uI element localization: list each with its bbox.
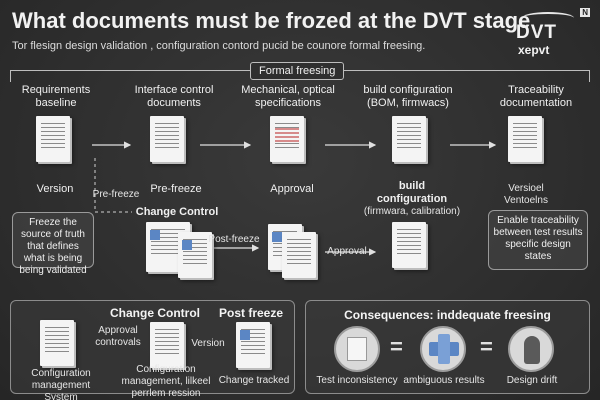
build-config-note: (firmwara, calibration) xyxy=(363,206,461,217)
left-note-box: Freeze the source of truth that defines … xyxy=(12,212,94,276)
equals-sign-1: = xyxy=(390,334,403,359)
col-build-title: build configuration (BOM, firmwacs) xyxy=(363,84,453,109)
change-control-label: Change Control xyxy=(135,206,219,218)
right-note-box: Enable traceability between test results… xyxy=(488,210,588,270)
build-config-subtitle: build configuration xyxy=(376,180,448,205)
panel-change-control-title: Change Control xyxy=(110,306,200,320)
formal-freesing-label: Formal freesing xyxy=(250,62,345,80)
pre-freeze-side-label: Pre-freeze xyxy=(92,189,140,200)
change-control-doc2-icon xyxy=(178,232,212,278)
col-interface-title: Interface control documents xyxy=(134,84,214,109)
test-inconsistency-icon xyxy=(334,326,380,372)
mechanical-spec-doc-icon xyxy=(270,116,304,162)
change-tracked-doc-icon xyxy=(236,322,270,368)
logo-main-text: DVT xyxy=(516,22,557,43)
mechanical-status: Approval xyxy=(270,183,314,195)
logo-swoosh-icon xyxy=(522,12,574,24)
pre-freeze-dashed-connector xyxy=(94,158,132,213)
ambiguous-results-label: ambiguous results xyxy=(403,375,485,386)
approval-label: Approval xyxy=(327,246,367,257)
page-title: What documents must be frozed at the DVT… xyxy=(12,8,531,33)
logo-sub-text: xepvt xyxy=(518,43,550,57)
config-mgmt-doc-icon xyxy=(150,322,184,368)
post-freeze-doc2-icon xyxy=(282,232,316,278)
approval-doc-icon xyxy=(392,222,426,268)
requirements-doc-icon xyxy=(36,116,70,162)
build-config-doc-icon xyxy=(392,116,426,162)
col-requirements-title: Requirements baseline xyxy=(21,84,91,109)
design-drift-icon xyxy=(508,326,554,372)
test-inconsistency-label: Test inconsistency xyxy=(316,375,398,386)
config-mgmt-label: Configuration management, lilkeel perrle… xyxy=(121,364,211,399)
approval-controvals-label: Approval controvals xyxy=(95,325,141,348)
requirements-status: Version xyxy=(36,183,74,195)
interface-status: Pre-freeze xyxy=(150,183,202,195)
col-traceability-title: Traceability documentation xyxy=(499,84,573,109)
equals-sign-2: = xyxy=(480,334,493,359)
post-freeze-label: Post-freeze xyxy=(208,234,260,245)
consequences-title: Consequences: inddequate freesing xyxy=(344,308,551,322)
interface-doc-icon xyxy=(150,116,184,162)
config-system-doc-icon xyxy=(40,320,74,366)
config-system-label: Configuration management System xyxy=(31,368,91,400)
design-drift-label: Design drift xyxy=(506,375,558,386)
col-mechanical-title: Mechanical, optical specifications xyxy=(241,84,335,109)
logo-corner-badge: N xyxy=(580,8,590,17)
page-subtitle: Tor flesign design validation , configur… xyxy=(12,40,426,52)
version-label: Version xyxy=(191,338,225,349)
ambiguous-results-icon xyxy=(420,326,466,372)
traceability-status: Versioel Ventoelns xyxy=(504,183,548,206)
panel-post-freeze-title: Post freeze xyxy=(218,306,284,320)
traceability-doc-icon xyxy=(508,116,542,162)
change-tracked-label: Change tracked xyxy=(218,375,290,386)
dvt-logo: N DVT xepvt xyxy=(514,8,590,60)
